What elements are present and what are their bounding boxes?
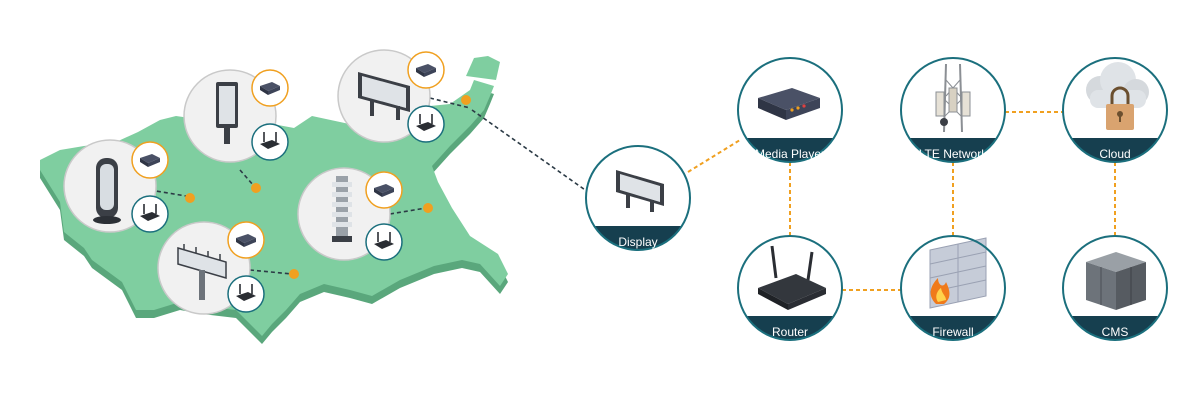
map-connectors	[149, 97, 589, 275]
connector-4	[389, 207, 427, 215]
node-ring	[585, 145, 691, 251]
media-player-icon	[758, 88, 820, 120]
node-ring	[737, 235, 843, 341]
router-icon	[260, 132, 280, 149]
firewall-icon	[929, 237, 987, 309]
node-label: Display	[618, 235, 657, 249]
connector-5	[249, 269, 293, 275]
node-cms[interactable]: CMS	[1062, 235, 1168, 346]
site-dot[interactable]	[461, 95, 471, 105]
site-bubble-billboard[interactable]	[157, 221, 265, 315]
link-display-media-player	[687, 139, 741, 173]
router-icon	[374, 232, 394, 249]
node-ring	[900, 235, 1006, 341]
display-icon	[616, 170, 664, 212]
site-dot[interactable]	[185, 193, 195, 203]
site-bubble-landscape[interactable]	[337, 49, 445, 143]
media-player-icon	[416, 64, 436, 77]
media-player-icon	[374, 184, 394, 197]
map-northeast-tip	[466, 56, 500, 80]
portrait-screen-icon	[216, 82, 238, 144]
media-player-icon	[140, 154, 160, 167]
site-dot[interactable]	[251, 183, 261, 193]
site-bubble-portrait[interactable]	[183, 69, 289, 163]
server-icon	[1086, 252, 1146, 310]
node-label: CMS	[1102, 325, 1129, 339]
site-dots	[185, 95, 471, 279]
node-firewall[interactable]: Firewall	[900, 235, 1006, 346]
tower-kiosk-icon	[93, 158, 121, 224]
node-ring	[1062, 57, 1168, 163]
site-bubble-totem[interactable]	[297, 167, 403, 261]
media-player-icon	[236, 234, 256, 247]
node-label: Router	[772, 325, 808, 339]
site-dot[interactable]	[289, 269, 299, 279]
network-links	[687, 111, 1116, 291]
node-media-player[interactable]: Media Player	[737, 57, 843, 168]
stacked-totem-icon	[332, 176, 352, 242]
router-icon	[758, 245, 826, 310]
billboard-icon	[177, 244, 227, 300]
router-icon	[236, 284, 256, 301]
connector-map-to-display	[471, 109, 589, 193]
node-ring	[737, 57, 843, 163]
cloud-lock-icon	[1086, 62, 1149, 130]
site-dot[interactable]	[423, 203, 433, 213]
node-label: Media Player	[755, 147, 825, 161]
cell-tower-icon	[935, 63, 971, 133]
connector-2	[239, 169, 255, 187]
node-label: Firewall	[932, 325, 973, 339]
router-icon	[416, 114, 436, 131]
node-display[interactable]: Display	[585, 145, 691, 256]
media-player-icon	[260, 82, 280, 95]
node-router[interactable]: Router	[737, 235, 843, 346]
node-ring	[900, 57, 1006, 163]
landscape-screen-icon	[358, 72, 410, 120]
connector-1	[149, 189, 187, 197]
router-icon	[140, 204, 160, 221]
node-label: LTE Network	[919, 147, 988, 161]
site-bubble-tower[interactable]	[63, 139, 169, 233]
node-cloud[interactable]: Cloud	[1062, 57, 1168, 168]
node-lte-network[interactable]: LTE Network	[900, 57, 1006, 168]
node-label: Cloud	[1099, 147, 1130, 161]
node-ring	[1062, 235, 1168, 341]
